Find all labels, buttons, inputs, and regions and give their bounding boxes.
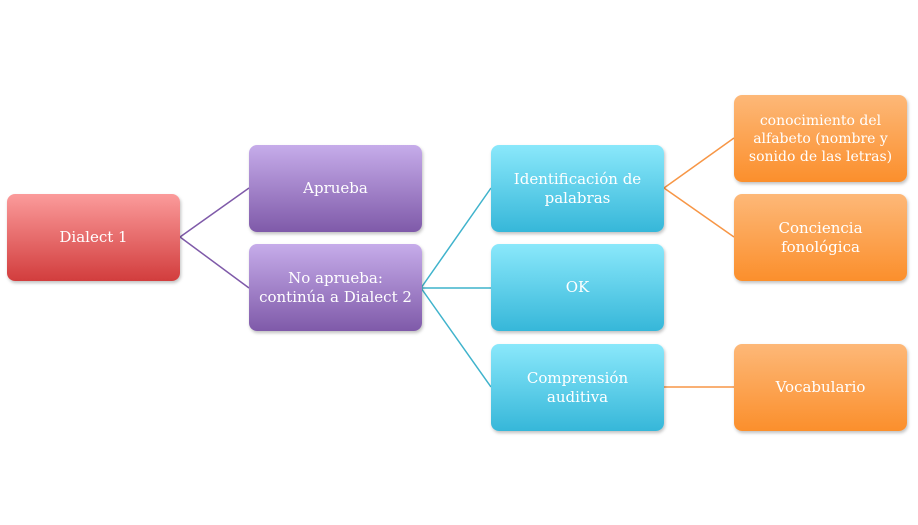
node-comprension: Comprensión auditiva [491, 344, 664, 431]
node-aprueba: Aprueba [249, 145, 422, 232]
node-label: Dialect 1 [59, 228, 128, 246]
node-identificacion: Identificación de palabras [491, 145, 664, 232]
node-ok: OK [491, 244, 664, 331]
node-label: Conciencia fonológica [778, 218, 863, 256]
node-no-aprueba: No aprueba: continúa a Dialect 2 [249, 244, 422, 331]
node-label: conocimiento del alfabeto (nombre y soni… [748, 112, 893, 165]
link-no-aprueba-identificacion [420, 187, 492, 289]
node-label: No aprueba: continúa a Dialect 2 [259, 268, 412, 306]
link-no-aprueba-comprension [420, 287, 492, 388]
link-identificacion-conciencia [663, 187, 735, 238]
link-identificacion-conocimiento [663, 137, 735, 189]
link-dialect1-no-aprueba [179, 236, 250, 289]
node-conocimiento: conocimiento del alfabeto (nombre y soni… [734, 95, 907, 182]
link-dialect1-aprueba [179, 187, 250, 238]
node-vocabulario: Vocabulario [734, 344, 907, 431]
node-dialect1: Dialect 1 [7, 194, 180, 281]
node-label: Identificación de palabras [513, 169, 642, 207]
node-label: Vocabulario [775, 378, 866, 396]
node-label: Aprueba [303, 179, 368, 197]
node-label: Comprensión auditiva [526, 368, 629, 406]
node-label: OK [565, 278, 590, 296]
node-conciencia: Conciencia fonológica [734, 194, 907, 281]
